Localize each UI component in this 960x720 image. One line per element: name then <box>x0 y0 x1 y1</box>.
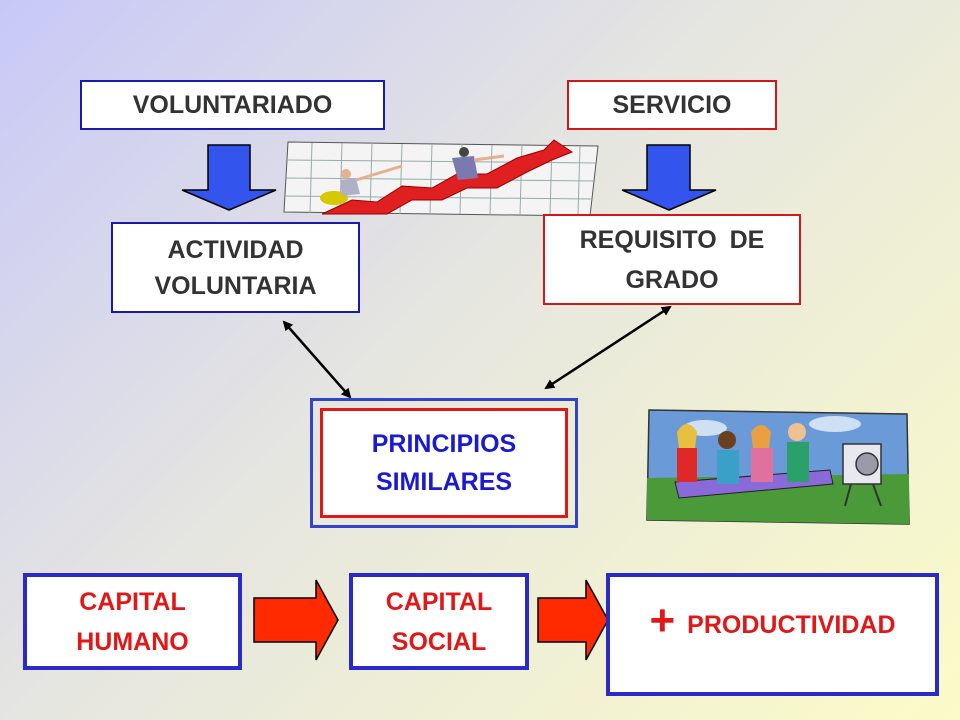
actividad-voluntaria-box: ACTIVIDAD VOLUNTARIA <box>111 222 360 313</box>
capital-social-box: CAPITAL SOCIAL <box>349 573 529 670</box>
down-arrow-right <box>621 144 717 211</box>
servicio-label: SERVICIO <box>612 91 732 119</box>
down-arrow-left <box>181 144 277 211</box>
principios-label: PRINCIPIOS <box>371 430 517 458</box>
plus-sign: + <box>649 596 676 645</box>
capital-social-line2: SOCIAL <box>391 627 487 656</box>
team-carrying-board-icon <box>646 409 910 525</box>
voluntaria-label: VOLUNTARIA <box>154 271 317 300</box>
principios-similares-outer-box: PRINCIPIOS SIMILARES <box>310 398 578 528</box>
productividad-label: PRODUCTIVIDAD <box>687 611 896 639</box>
similares-label: SIMILARES <box>375 468 513 496</box>
requisito-de-label: REQUISITO DE <box>579 225 765 254</box>
double-arrow-right <box>544 305 672 390</box>
productividad-box: + PRODUCTIVIDAD <box>606 573 939 696</box>
double-arrow-left <box>282 320 352 399</box>
capital-humano-line2: HUMANO <box>76 627 189 656</box>
right-arrow-1 <box>253 579 339 661</box>
capital-social-line1: CAPITAL <box>385 587 493 616</box>
servicio-box: SERVICIO <box>567 80 777 130</box>
voluntariado-label: VOLUNTARIADO <box>132 91 333 119</box>
right-arrow-2 <box>537 579 609 661</box>
capital-humano-line1: CAPITAL <box>79 587 186 616</box>
voluntariado-box: VOLUNTARIADO <box>80 80 385 130</box>
grado-label: GRADO <box>625 265 719 294</box>
actividad-label: ACTIVIDAD <box>167 235 304 264</box>
people-climbing-growth-arrow-icon <box>283 139 599 217</box>
principios-similares-box: PRINCIPIOS SIMILARES <box>320 408 568 518</box>
requisito-de-grado-box: REQUISITO DE GRADO <box>543 214 801 305</box>
capital-humano-box: CAPITAL HUMANO <box>23 573 242 670</box>
